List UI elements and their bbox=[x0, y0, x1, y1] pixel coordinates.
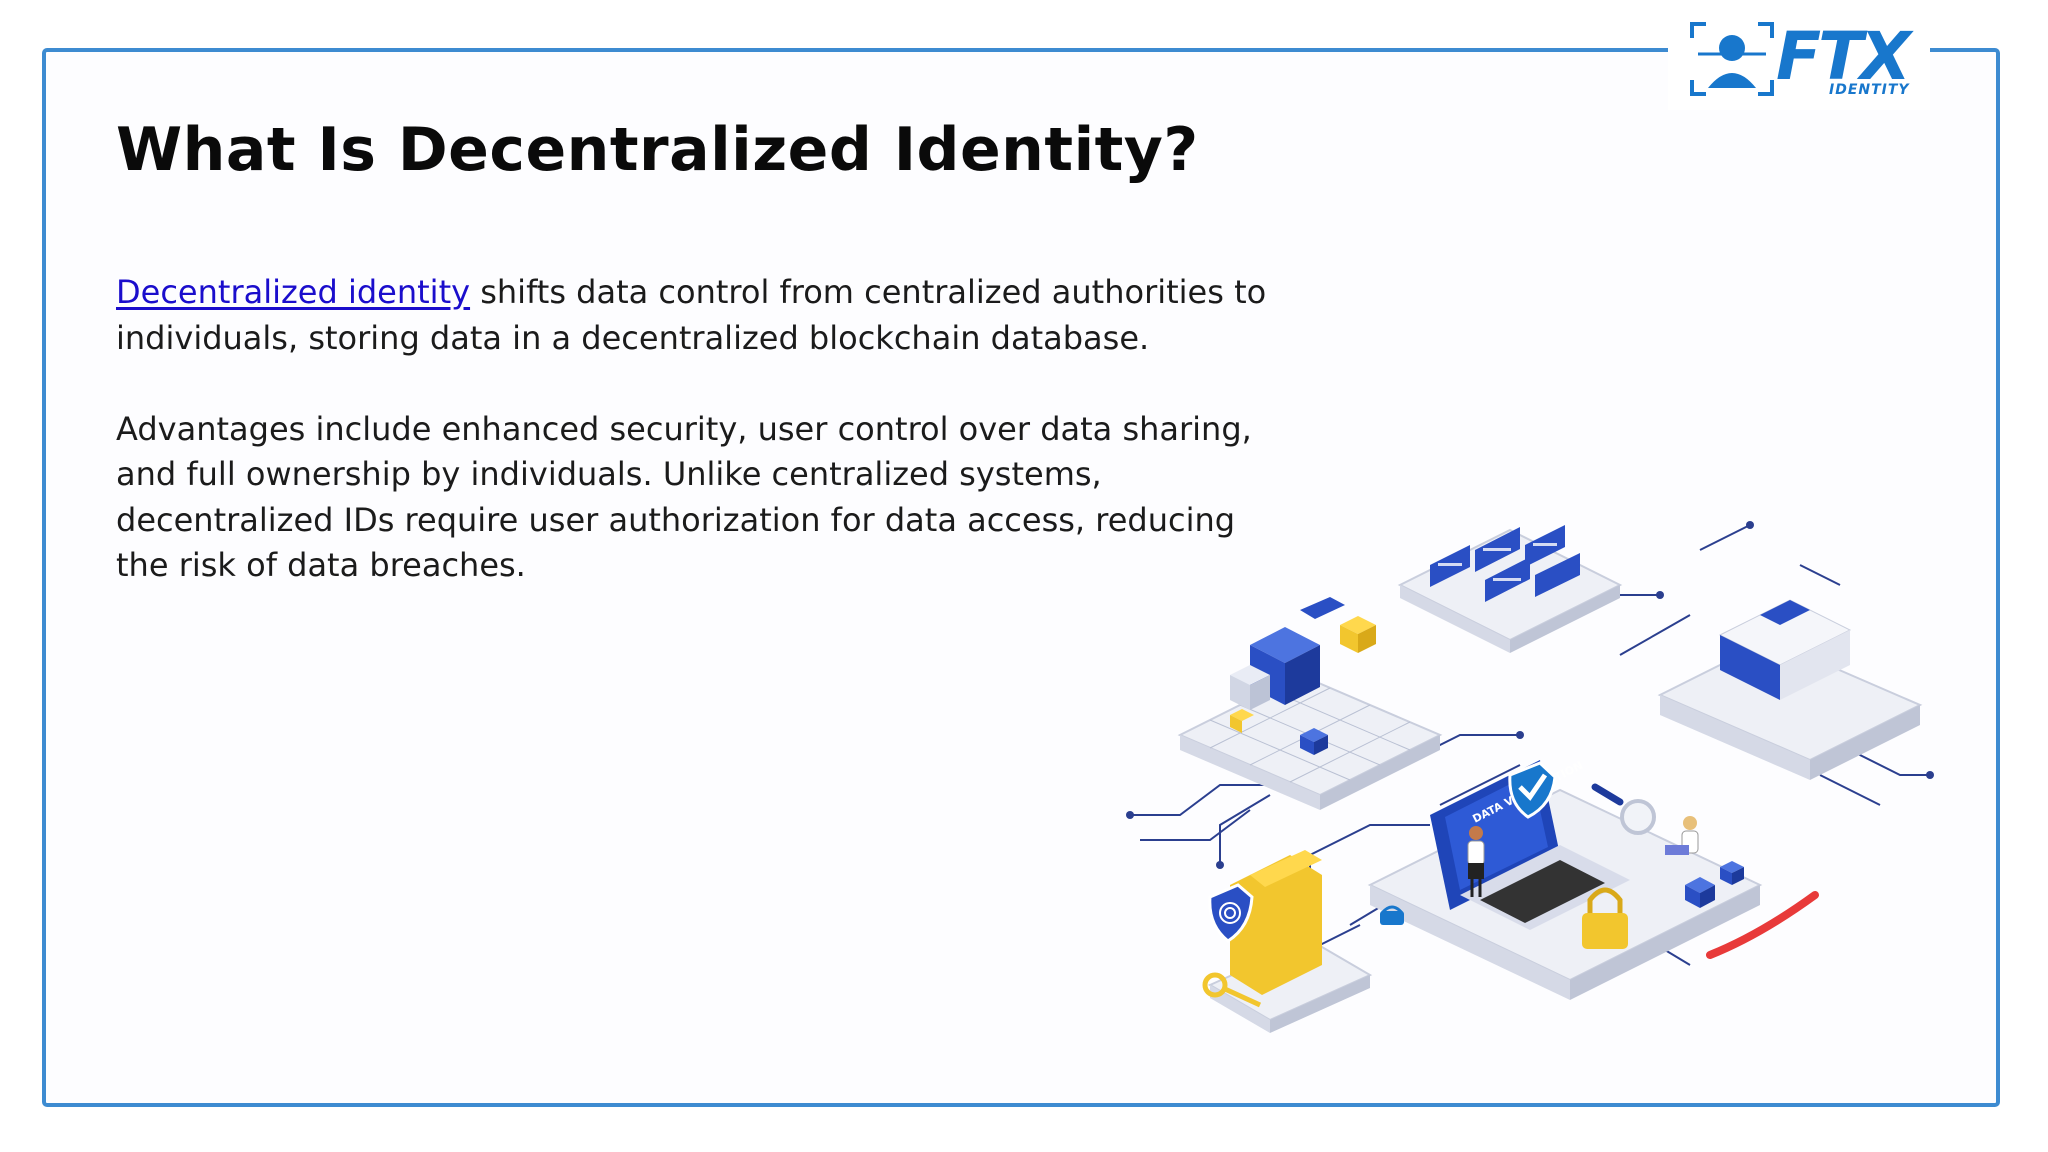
folder-icon bbox=[1207, 850, 1373, 1033]
person-icon bbox=[1467, 826, 1485, 897]
slide-body: Decentralized identity shifts data contr… bbox=[116, 270, 1276, 634]
shield-check-icon bbox=[1508, 761, 1557, 819]
padlock-icon bbox=[1582, 887, 1628, 949]
key-icon bbox=[1202, 972, 1262, 1008]
paragraph-intro: Decentralized identity shifts data contr… bbox=[116, 270, 1276, 361]
magnifier-icon bbox=[1591, 783, 1656, 835]
logo-backdrop bbox=[1668, 30, 1930, 110]
decentralized-network-illustration: DATA VERIFICATION bbox=[1126, 521, 1934, 1033]
accent-stroke-icon bbox=[1706, 891, 1819, 959]
logo-tagline: IDENTITY bbox=[1829, 82, 1910, 98]
fingerprint-shield-icon bbox=[1208, 883, 1254, 943]
logo-wordmark: FTX bbox=[1776, 18, 1911, 95]
slide-title: What Is Decentralized Identity? bbox=[116, 115, 1199, 185]
decentralized-identity-link[interactable]: Decentralized identity bbox=[116, 273, 471, 311]
padlock-icon bbox=[1380, 905, 1404, 925]
paragraph-advantages: Advantages include enhanced security, us… bbox=[116, 409, 1252, 585]
person-icon bbox=[1665, 816, 1699, 855]
paragraph-intro-text: shifts data control from centralized aut… bbox=[116, 273, 1267, 357]
cube-icon bbox=[1230, 597, 1376, 755]
face-scan-icon bbox=[1690, 22, 1774, 96]
server-icon bbox=[1397, 525, 1623, 653]
platform-icon bbox=[1657, 599, 1923, 780]
cube-icon bbox=[1685, 861, 1744, 908]
